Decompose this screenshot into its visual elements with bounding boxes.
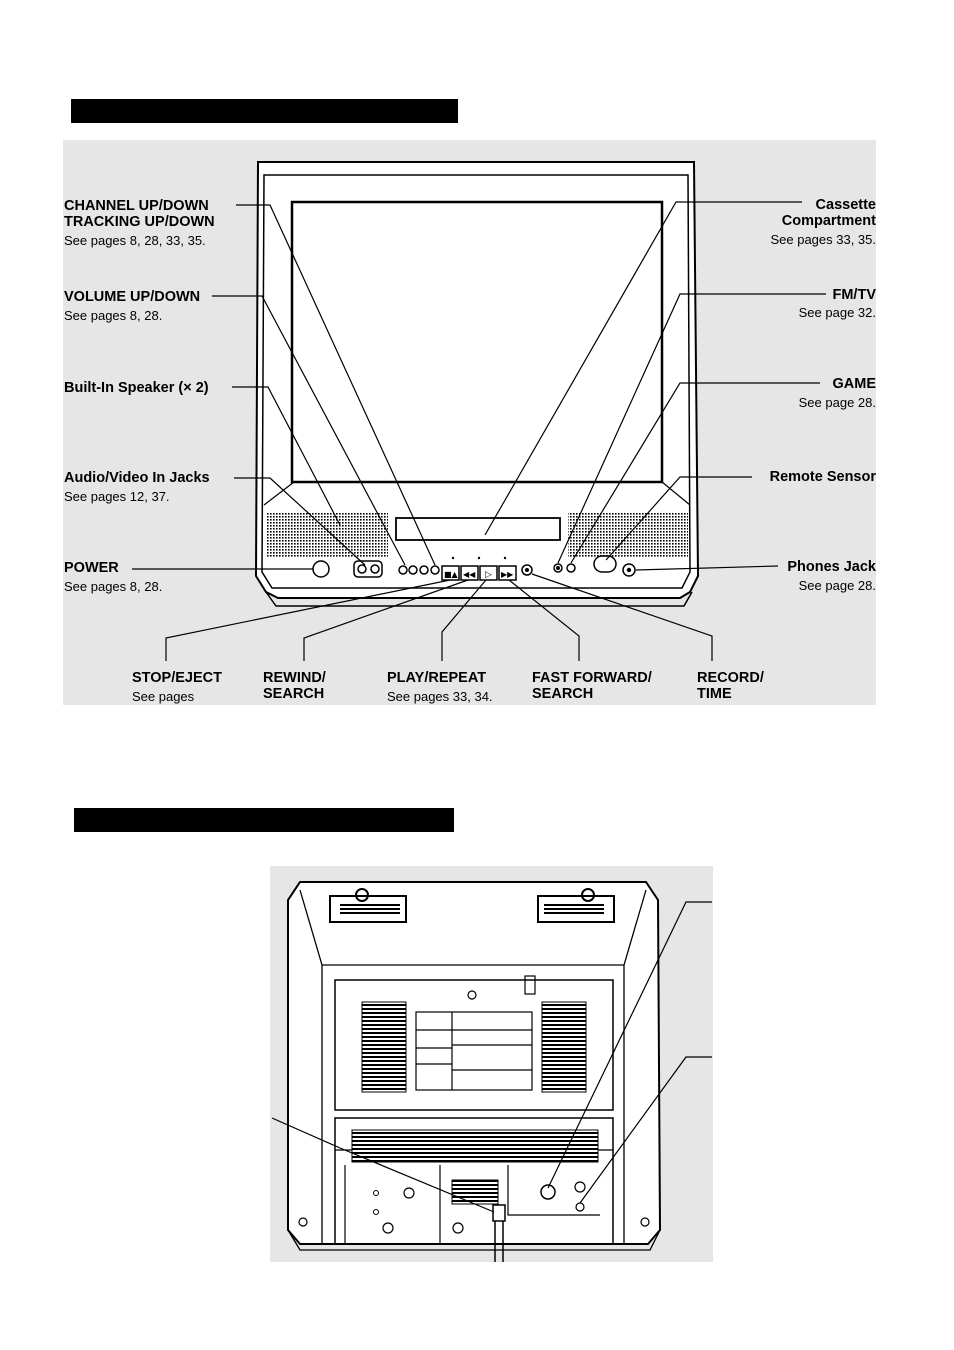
left-speaker-grille xyxy=(266,512,388,558)
svg-text:▷: ▷ xyxy=(485,570,492,580)
fmtv-ref: See page 32. xyxy=(798,305,876,320)
game-label: GAME xyxy=(832,376,877,392)
record-label-line2: TIME xyxy=(697,686,732,702)
svg-text:◀◀: ◀◀ xyxy=(463,570,476,579)
stop-eject-ref: See pages xyxy=(132,689,195,704)
fmtv-label: FM/TV xyxy=(832,287,877,303)
rewind-label-line1: REWIND/ xyxy=(263,670,326,686)
rewind-label-line2: SEARCH xyxy=(263,686,325,702)
phones-jack-label: Phones Jack xyxy=(787,559,876,575)
rear-view-header-bar xyxy=(74,808,454,832)
channel-label-line1: CHANNEL UP/DOWN xyxy=(64,198,209,214)
channel-ref: See pages 8, 28, 33, 35. xyxy=(64,233,206,248)
play-repeat-label: PLAY/REPEAT xyxy=(387,670,487,686)
game-ref: See page 28. xyxy=(798,395,876,410)
cassette-label-line2: Compartment xyxy=(781,213,876,229)
power-label: POWER xyxy=(64,560,119,576)
remote-sensor-label: Remote Sensor xyxy=(769,469,876,485)
av-jacks-label: Audio/Video In Jacks xyxy=(64,470,210,486)
fast-forward-label-line2: SEARCH xyxy=(532,686,594,702)
record-label-line1: RECORD/ xyxy=(697,670,764,686)
volume-label: VOLUME UP/DOWN xyxy=(64,289,201,305)
svg-text:▶▶: ▶▶ xyxy=(501,570,514,579)
front-view-header-bar xyxy=(71,99,458,123)
channel-label-line2: TRACKING UP/DOWN xyxy=(64,214,215,230)
cassette-label-line1: Cassette xyxy=(815,197,876,213)
speaker-label: Built-In Speaker (× 2) xyxy=(64,380,209,396)
power-ref: See pages 8, 28. xyxy=(64,579,163,594)
av-jacks-ref: See pages 12, 37. xyxy=(64,489,170,504)
stop-eject-label: STOP/EJECT xyxy=(132,670,222,686)
cassette-ref: See pages 33, 35. xyxy=(770,232,876,247)
phones-jack-ref: See page 28. xyxy=(798,578,876,593)
volume-ref: See pages 8, 28. xyxy=(64,308,163,323)
play-repeat-ref: See pages 33, 34. xyxy=(387,689,493,704)
svg-text:■▲: ■▲ xyxy=(444,570,459,579)
fast-forward-label-line1: FAST FORWARD/ xyxy=(532,670,652,686)
